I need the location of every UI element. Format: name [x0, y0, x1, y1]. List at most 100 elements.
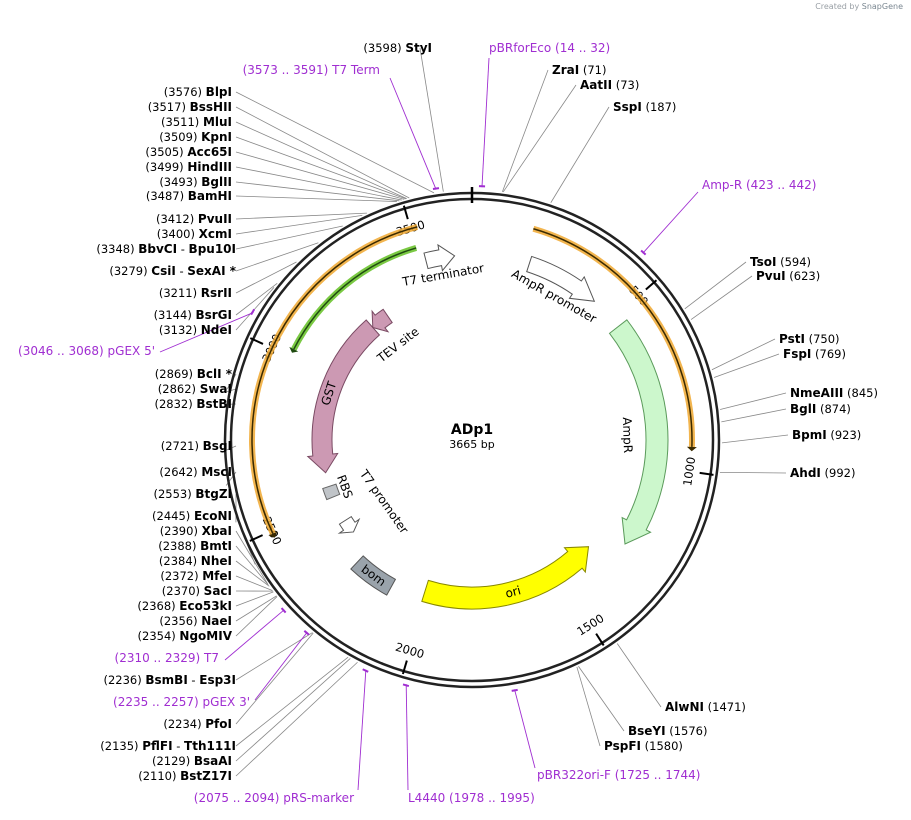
site-name-hindiii: HindIII — [187, 160, 232, 174]
site-mlui: (3511) MluI — [161, 115, 232, 129]
feature-label-ampr: AmpR — [620, 417, 635, 453]
site-bmti: (2388) BmtI — [158, 539, 232, 553]
site-pos-fspi: (769) — [811, 347, 846, 361]
site-pos-bstbi: (2832) — [154, 397, 196, 411]
leader-tsoi — [684, 261, 747, 310]
site-pfoi: (2234) PfoI — [163, 717, 232, 731]
site-pos-pspfi: (1580) — [641, 739, 683, 753]
site-labels: (3598) StyI(3576) BlpI(3517) BssHII(3511… — [18, 41, 878, 805]
green-orf-arc — [293, 247, 417, 350]
leader-pvui — [690, 275, 753, 320]
feature-bom — [350, 555, 397, 596]
site-pos-aatii: (73) — [612, 78, 639, 92]
site-name-btgzi: BtgZI — [195, 487, 232, 501]
tick-label-1500: 1500 — [574, 611, 606, 639]
site-pos-pflfi-tth111i: (2135) — [100, 739, 142, 753]
site-name-pflfi-tth111i: PflFI — [142, 739, 172, 753]
primer-t7: (2310 .. 2329) T7 — [115, 651, 219, 665]
leader-bsrgi — [235, 282, 278, 316]
site-pos-bmti: (2388) — [158, 539, 200, 553]
primer-amp-r: Amp-R (423 .. 442) — [702, 178, 816, 192]
leader-acc65i — [235, 151, 405, 200]
site-name-econi: EcoNI — [194, 509, 232, 523]
primer-prs-marker: (2075 .. 2094) pRS-marker — [194, 791, 354, 805]
primer-t7-term: (3573 .. 3591) T7 Term — [243, 63, 380, 77]
primer-range-pgex-5-: (3046 .. 3068) — [18, 344, 108, 358]
leader-naei — [235, 595, 277, 622]
feature-tev-site — [371, 308, 393, 333]
site-pos-blpi: (3576) — [164, 85, 206, 99]
site-bstbi: (2832) BstBI — [154, 397, 232, 411]
site-name-ngomiv: NgoMIV — [179, 629, 232, 643]
site-name-pvui: PvuI — [756, 269, 786, 283]
site-pos-bsrgi: (3144) — [154, 308, 196, 322]
site-name2-bsmbi-esp3i: Esp3I — [199, 673, 236, 687]
site-name-psti: PstI — [779, 332, 805, 346]
leader-sspi — [550, 106, 610, 203]
leader-hindiii — [235, 166, 402, 201]
site-name-bgli: BglI — [790, 402, 816, 416]
site-ndei: (3132) NdeI — [159, 323, 232, 337]
site-pos-bsshii: (3517) — [148, 100, 190, 114]
leader-xcmi — [235, 214, 363, 235]
site-name-bseyi: BseYI — [628, 724, 666, 738]
site-pos-nmeaiii: (845) — [843, 386, 878, 400]
feature-t7-terminator — [423, 243, 456, 272]
site-fspi: FspI (769) — [783, 347, 846, 361]
tick-mark-3000 — [249, 337, 264, 345]
site-pos-kpni: (3509) — [159, 130, 201, 144]
leader-ngomiv — [235, 596, 278, 637]
primer-name-t7-term: T7 Term — [331, 63, 380, 77]
leader-nmeaiii — [720, 392, 787, 410]
primer-name-amp-r: Amp-R — [702, 178, 742, 192]
site-pos-ahdi: (992) — [821, 466, 856, 480]
feature-rbs — [322, 483, 341, 501]
primer-leader-pbr322ori-f — [514, 689, 536, 769]
tick-mark-1000 — [699, 471, 714, 476]
leader-kpni — [235, 136, 407, 200]
leader-bsaai — [235, 658, 351, 762]
site-name-blpi: BlpI — [206, 85, 232, 99]
primer-name-l4440: L4440 — [408, 791, 445, 805]
site-pos-saci: (2370) — [162, 584, 204, 598]
leader-psti — [711, 338, 776, 371]
site-sep-csii-sexai-: - — [176, 264, 187, 278]
site-pos-ngomiv: (2354) — [138, 629, 180, 643]
site-pspfi: PspFI (1580) — [604, 739, 683, 753]
site-bsshii: (3517) BssHII — [148, 100, 232, 114]
site-pos-bamhi: (3487) — [146, 189, 188, 203]
site-btgzi: (2553) BtgZI — [153, 487, 232, 501]
site-name-tsoi: TsoI — [750, 255, 776, 269]
primer-range-amp-r: (423 .. 442) — [742, 178, 816, 192]
site-name-pspfi: PspFI — [604, 739, 641, 753]
site-bsmbi-esp3i: (2236) BsmBI - Esp3I — [103, 673, 236, 687]
site-nhei: (2384) NheI — [159, 554, 232, 568]
site-bseyi: BseYI (1576) — [628, 724, 708, 738]
leader-nhei — [235, 560, 270, 587]
site-pos-sspi: (187) — [642, 100, 677, 114]
site-name-eco53ki: Eco53kI — [179, 599, 232, 613]
site-pos-bgli: (874) — [816, 402, 851, 416]
site-psti: PstI (750) — [779, 332, 840, 346]
leader-eco53ki — [235, 591, 274, 607]
site-bbvci-bpu10i: (3348) BbvCI - Bpu10I — [96, 242, 236, 256]
orf-arrowhead-1 — [268, 531, 278, 538]
site-name-csii-sexai-: CsiI — [151, 264, 176, 278]
plasmid-length: 3665 bp — [449, 438, 494, 451]
site-name-mfei: MfeI — [202, 569, 232, 583]
site-xbai: (2390) XbaI — [160, 524, 232, 538]
leader-blpi — [235, 91, 435, 194]
site-name-acc65i: Acc65I — [187, 145, 232, 159]
site-mfei: (2372) MfeI — [160, 569, 232, 583]
snapgene-credit: Created by SnapGene — [815, 2, 903, 11]
site-pos-swai: (2862) — [158, 382, 200, 396]
leader-bamhi — [235, 195, 397, 202]
site-pvuii: (3412) PvuII — [156, 212, 232, 226]
site-name-zrai: ZraI — [552, 63, 579, 77]
tick-label-2000: 2000 — [394, 640, 426, 662]
site-pos-hindiii: (3499) — [145, 160, 187, 174]
leader-ndei — [235, 287, 275, 331]
site-name-xbai: XbaI — [202, 524, 232, 538]
primer-pbr322ori-f: pBR322ori-F (1725 .. 1744) — [537, 768, 700, 782]
